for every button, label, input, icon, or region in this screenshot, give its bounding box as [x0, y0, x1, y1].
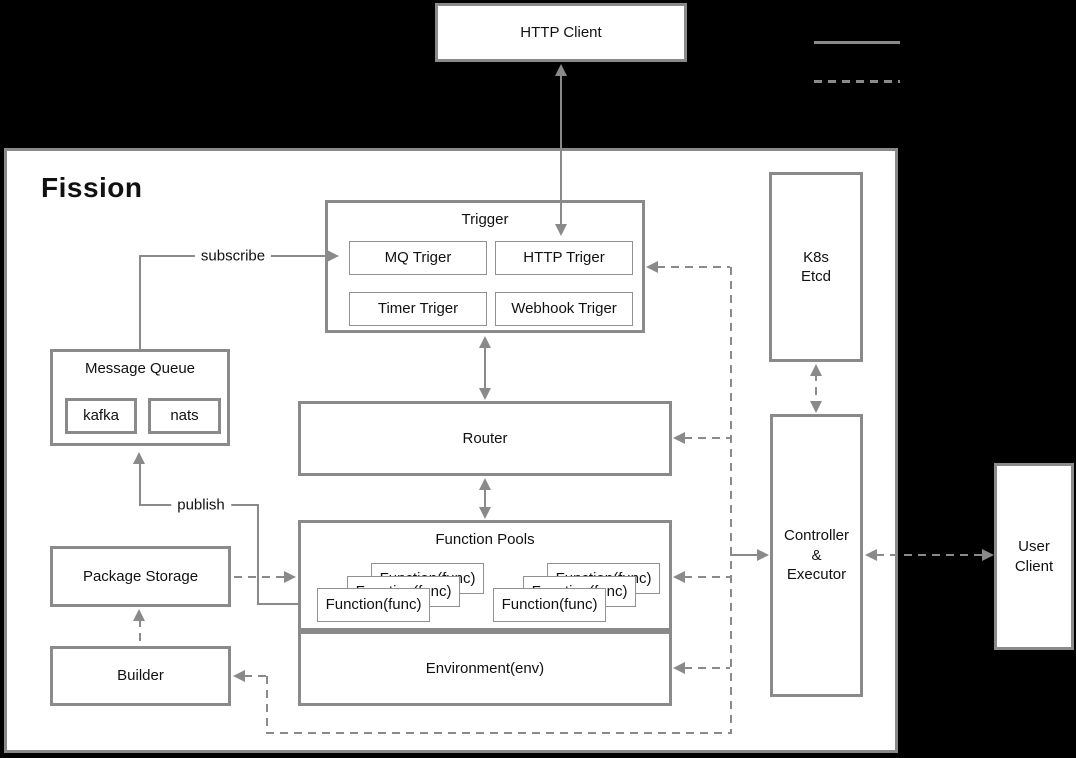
arrowhead-left-icon: [865, 549, 877, 561]
function-card: Function(func): [317, 588, 430, 622]
environment-label: Environment(env): [425, 659, 545, 677]
arrowhead-left-icon: [673, 432, 685, 444]
kafka-label: kafka: [83, 407, 119, 425]
function-pools-title: Function Pools: [435, 531, 535, 548]
arrowhead-right-icon: [284, 571, 296, 583]
arrowhead-right-icon: [757, 549, 769, 561]
control-bus-line: [730, 267, 732, 734]
user-client-node: User Client: [994, 463, 1074, 650]
arrowhead-left-icon: [646, 261, 658, 273]
edge-publish-v2: [257, 504, 259, 605]
timer-trigger-node: Timer Triger: [349, 292, 487, 326]
router-node: Router: [298, 401, 672, 476]
mq-trigger-label: MQ Triger: [384, 249, 452, 267]
edge-subscribe-vertical: [139, 256, 141, 349]
edge-bus-trigger: [657, 266, 730, 268]
arrowhead-right-icon: [982, 549, 994, 561]
controller-executor-node: Controller & Executor: [770, 414, 863, 697]
arrowhead-up-icon: [133, 609, 145, 621]
arrowhead-left-icon: [673, 571, 685, 583]
arrowhead-left-icon: [673, 662, 685, 674]
edge-router-functionpools: [484, 487, 486, 512]
edge-controller-userclient: [876, 554, 982, 556]
edge-httpclient-httptriger: [560, 68, 562, 232]
arrowhead-up-icon: [133, 452, 145, 464]
edge-bus-environment: [684, 667, 730, 669]
arrowhead-left-icon: [233, 670, 245, 682]
edge-bus-builder: [244, 675, 268, 677]
k8s-etcd-node: K8s Etcd: [769, 172, 863, 362]
arrowhead-up-icon: [810, 364, 822, 376]
edge-packagestorage-functionpools: [234, 576, 284, 578]
nats-label: nats: [170, 407, 199, 425]
edge-bus-router: [684, 437, 730, 439]
http-trigger-node: HTTP Triger: [495, 241, 633, 275]
edge-bus-controller: [730, 554, 758, 556]
mq-trigger-node: MQ Triger: [349, 241, 487, 275]
edge-etcd-controller: [815, 373, 817, 405]
fission-title: Fission: [41, 172, 143, 203]
builder-node: Builder: [50, 646, 231, 706]
arrowhead-right-icon: [327, 250, 339, 262]
arrowhead-up-icon: [555, 64, 567, 76]
function-card-label: Function(func): [325, 596, 422, 614]
environment-node: Environment(env): [298, 631, 672, 706]
edge-bus-bottom-v: [266, 676, 268, 733]
http-trigger-label: HTTP Triger: [523, 249, 605, 267]
user-client-label: User Client: [1014, 538, 1054, 575]
webhook-trigger-node: Webhook Triger: [495, 292, 633, 326]
http-client-node: HTTP Client: [435, 3, 687, 62]
webhook-trigger-label: Webhook Triger: [511, 300, 617, 318]
edge-builder-packagestorage: [139, 619, 141, 645]
edge-publish-h2: [257, 603, 300, 605]
message-queue-group: Message Queue kafka nats: [50, 349, 230, 446]
function-card: Function(func): [493, 588, 606, 622]
nats-node: nats: [148, 398, 221, 434]
subscribe-edge-label: subscribe: [194, 247, 272, 265]
message-queue-title: Message Queue: [84, 360, 196, 377]
function-card-label: Function(func): [501, 596, 598, 614]
package-storage-node: Package Storage: [50, 546, 231, 607]
legend-dashed-line-icon: [814, 80, 900, 83]
http-client-label: HTTP Client: [520, 23, 602, 41]
arrowhead-down-icon: [479, 507, 491, 519]
builder-label: Builder: [117, 667, 164, 685]
arrowhead-down-icon: [555, 224, 567, 236]
trigger-group: Trigger MQ Triger HTTP Triger Timer Trig…: [325, 200, 645, 333]
legend-solid-line-icon: [814, 41, 900, 44]
trigger-title: Trigger: [461, 211, 509, 228]
timer-trigger-label: Timer Triger: [377, 300, 459, 318]
package-storage-label: Package Storage: [82, 567, 199, 585]
kafka-node: kafka: [65, 398, 137, 434]
arrowhead-down-icon: [479, 388, 491, 400]
arrowhead-down-icon: [810, 401, 822, 413]
edge-publish-v1: [139, 463, 141, 506]
edge-bus-bottom-h: [266, 732, 732, 734]
controller-executor-label: Controller & Executor: [783, 527, 850, 584]
function-pools-group: Function Pools Function(func) Function(f…: [298, 520, 672, 631]
k8s-etcd-label: K8s Etcd: [800, 248, 831, 286]
edge-bus-functionpools: [684, 576, 730, 578]
edge-trigger-router: [484, 344, 486, 392]
publish-edge-label: publish: [171, 496, 231, 514]
arrowhead-up-icon: [479, 478, 491, 490]
router-label: Router: [462, 429, 508, 447]
arrowhead-up-icon: [479, 336, 491, 348]
